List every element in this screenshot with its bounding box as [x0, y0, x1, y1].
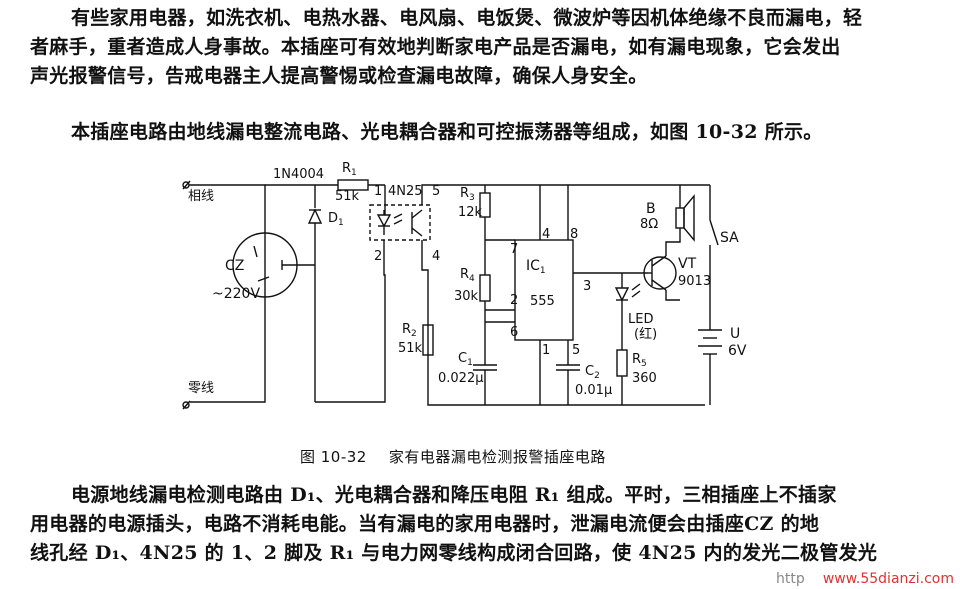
figure-caption: 图 10-32 家有电器漏电检测报警插座电路 — [300, 446, 606, 467]
text-line: 声光报警信号，告戒电器主人提高警惕或检查漏电故障，确保人身安全。 — [30, 65, 648, 87]
c2-value: 0.01μ — [575, 383, 612, 398]
r3-value: 12k — [458, 205, 483, 220]
resistor-r5 — [616, 349, 628, 377]
paragraph-detection: 电源地线漏电检测电路由 D₁、光电耦合器和降压电阻 R₁ 组成。平时，三相插座上… — [0, 481, 960, 568]
speaker-b — [675, 207, 685, 229]
battery-value: 6V — [728, 343, 747, 359]
watermark: www.55dianzi.com — [822, 571, 954, 587]
r2-label: R2 — [402, 322, 417, 339]
led-color: (红) — [634, 326, 657, 342]
r2-value: 51k — [398, 341, 423, 356]
caption-title: 家有电器漏电检测报警插座电路 — [388, 448, 606, 466]
r4-value: 30k — [454, 289, 479, 304]
r1-label: R1 — [342, 161, 357, 178]
diode-d1 — [307, 208, 323, 224]
led-label: LED — [628, 312, 653, 327]
neutral-label: 零线 — [188, 381, 214, 396]
battery-label: U — [730, 326, 740, 342]
r3-label: R3 — [460, 186, 475, 203]
c2-label: C2 — [585, 364, 600, 381]
opto-pin1: 1 — [374, 184, 382, 199]
led — [614, 287, 630, 302]
resistor-r2 — [422, 324, 434, 356]
r5-value: 360 — [632, 371, 657, 386]
paragraph-composition: 本插座电路由地线漏电整流电路、光电耦合器和可控振荡器等组成，如图 10-32 所… — [71, 121, 823, 143]
r1-value: 51k — [335, 189, 360, 204]
optocoupler-4n25 — [369, 204, 431, 241]
caption-number: 图 10-32 — [300, 448, 367, 466]
ic-pin1: 1 — [542, 343, 550, 358]
text-line: 线孔经 D₁、4N25 的 1、2 脚及 R₁ 与电力网零线构成闭合回路，使 4… — [30, 542, 878, 564]
circuit-diagram: 相线 零线 1N4004 D1 CZ ~220V R1 51k 4N25 1 5… — [182, 161, 747, 410]
c1-label: C1 — [458, 351, 473, 368]
resistor-r4 — [479, 274, 491, 302]
d1-label: D1 — [328, 211, 344, 228]
ic-pin8: 8 — [570, 227, 578, 242]
c1-value: 0.022μ — [438, 371, 484, 386]
vt-part: 9013 — [678, 274, 711, 289]
speaker-value: 8Ω — [640, 217, 658, 232]
paragraph-intro: 有些家用电器，如洗衣机、电热水器、电风扇、电饭煲、微波炉等因机体绝缘不良而漏电，… — [0, 4, 960, 91]
cz-label: CZ — [225, 258, 244, 274]
watermark-prefix: http — [776, 571, 805, 587]
text-line: 用电器的电源插头，电路不消耗电能。当有漏电的家用电器时，泄漏电流便会由插座CZ … — [30, 513, 820, 535]
text-line: 电源地线漏电检测电路由 D₁、光电耦合器和降压电阻 R₁ 组成。平时，三相插座上… — [71, 484, 837, 506]
ic-pin5: 5 — [572, 343, 580, 358]
r5-label: R5 — [632, 352, 647, 369]
diode-part-label: 1N4004 — [273, 167, 324, 182]
battery-u — [698, 329, 722, 355]
ic-555 — [514, 239, 574, 341]
speaker-label: B — [646, 201, 656, 217]
live-label: 相线 — [188, 189, 214, 204]
switch-sa — [709, 219, 719, 246]
switch-label: SA — [720, 230, 739, 246]
voltage-label: ~220V — [212, 286, 260, 302]
opto-pin5: 5 — [432, 184, 440, 199]
vt-label: VT — [678, 256, 697, 272]
opto-pin2: 2 — [374, 249, 382, 264]
ic-pin2: 2 — [510, 293, 518, 308]
opto-pin4: 4 — [432, 249, 440, 264]
ic-pin3: 3 — [583, 279, 591, 294]
ic-pin4: 4 — [542, 227, 550, 242]
neutral-terminal — [182, 401, 190, 409]
text-line: 有些家用电器，如洗衣机、电热水器、电风扇、电饭煲、微波炉等因机体绝缘不良而漏电，… — [71, 7, 863, 29]
ic-type: 555 — [530, 294, 555, 309]
transistor-vt — [643, 256, 677, 290]
ic-pin6: 6 — [510, 325, 518, 340]
text-line: 者麻手，重者造成人身事故。本插座可有效地判断家电产品是否漏电，如有漏电现象，它会… — [30, 36, 841, 58]
ic-label: IC1 — [526, 258, 546, 276]
r4-label: R4 — [460, 267, 475, 284]
opto-label: 4N25 — [388, 184, 423, 199]
ic-pin7: 7 — [510, 242, 518, 257]
